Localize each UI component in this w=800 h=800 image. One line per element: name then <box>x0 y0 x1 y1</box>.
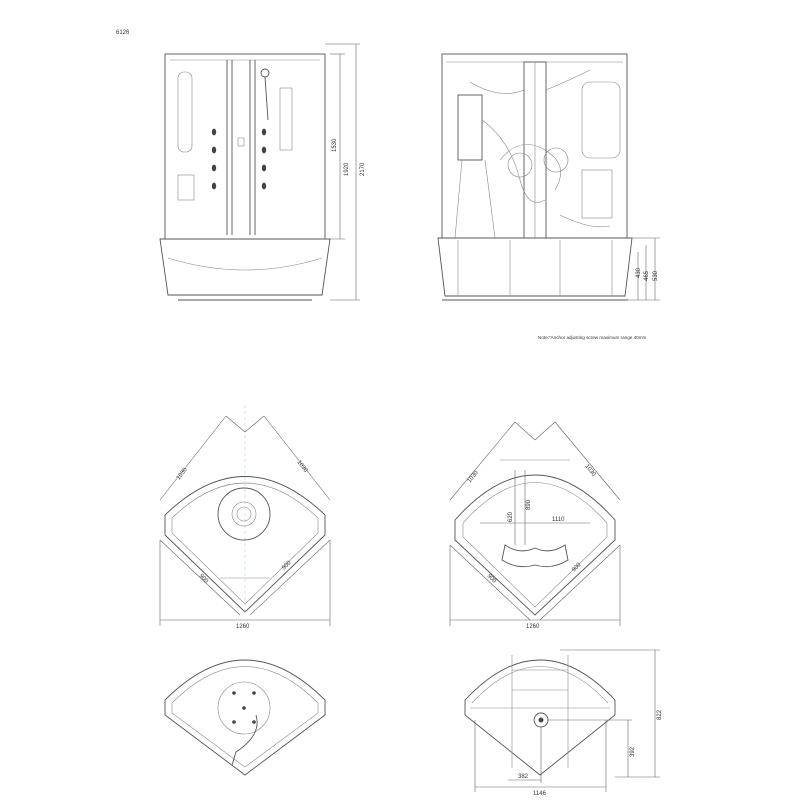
roof-ring <box>217 681 271 735</box>
tray-height-530: 530 <box>653 270 659 281</box>
rear-elevation-view: 430 465 530 <box>437 53 660 301</box>
inner-width-dim: 1110 <box>552 517 565 523</box>
shower-tray-front <box>159 238 331 296</box>
shower-tray-rear <box>437 237 633 297</box>
rear-mirror <box>581 81 621 159</box>
tray-height-430: 430 <box>636 267 642 278</box>
cabin-outline <box>164 53 326 240</box>
inner-height-dim: 1920 <box>344 162 350 176</box>
mirror-panel <box>177 71 193 153</box>
model-code-label: 6126 <box>116 30 130 36</box>
seat-dim-620: 620 <box>508 511 514 522</box>
tray-plan-outline <box>164 476 326 613</box>
leg-a-dim: 900 <box>198 573 210 585</box>
body-jets-right <box>261 128 267 190</box>
rear-cabin-outline <box>441 53 628 239</box>
drain-offset-x-dim: 382 <box>518 774 529 780</box>
drain-icon <box>231 501 257 527</box>
base-width-dim: 1146 <box>533 791 547 797</box>
side-a-dim: 1030 <box>176 466 189 481</box>
ceiling-jets <box>232 691 256 724</box>
plan-view-bottom-right: 822 392 382 1146 <box>464 649 663 797</box>
plan-view-top-right: 1030 1030 620 890 1110 900 900 1260 <box>449 421 621 630</box>
drain-ring <box>217 487 271 541</box>
tray-height-465: 465 <box>644 270 650 281</box>
width-dim: 1260 <box>236 624 250 630</box>
side-b-dim-right: 1030 <box>583 464 596 479</box>
rear-panel-box <box>581 169 613 219</box>
panel-height-dim: 1530 <box>332 138 338 152</box>
depth-dim: 822 <box>657 709 663 720</box>
roof-plan-outline <box>164 659 326 776</box>
seat-contour <box>501 544 569 568</box>
pipework-block <box>457 94 483 161</box>
tray-plan-outline-right <box>454 474 616 616</box>
width-dim-right: 1260 <box>526 624 540 630</box>
shower-head-icon <box>260 68 270 78</box>
front-elevation-view: 1530 1920 2170 <box>159 43 366 301</box>
leg-a-dim-right: 900 <box>486 573 498 585</box>
body-jets-left <box>211 128 217 190</box>
seat-dim-890: 890 <box>526 499 532 510</box>
leg-b-dim: 900 <box>281 560 293 572</box>
side-a-dim-right: 1030 <box>467 469 480 484</box>
side-b-dim: 1030 <box>295 460 308 475</box>
anchor-adjustment-note: Note:"Anchor adjusting screw maximum ran… <box>538 335 647 340</box>
overall-height-dim: 2170 <box>360 162 366 176</box>
plan-view-bottom-left <box>164 659 326 776</box>
hose-line <box>231 714 258 766</box>
shelf-panel <box>279 87 293 151</box>
leg-b-dim-right: 900 <box>571 562 583 574</box>
base-plan-outline <box>464 659 616 776</box>
drain-offset-y-dim: 392 <box>630 746 636 757</box>
plan-view-top-left: 1030 1030 900 900 1260 <box>159 405 331 630</box>
control-box <box>177 174 195 201</box>
